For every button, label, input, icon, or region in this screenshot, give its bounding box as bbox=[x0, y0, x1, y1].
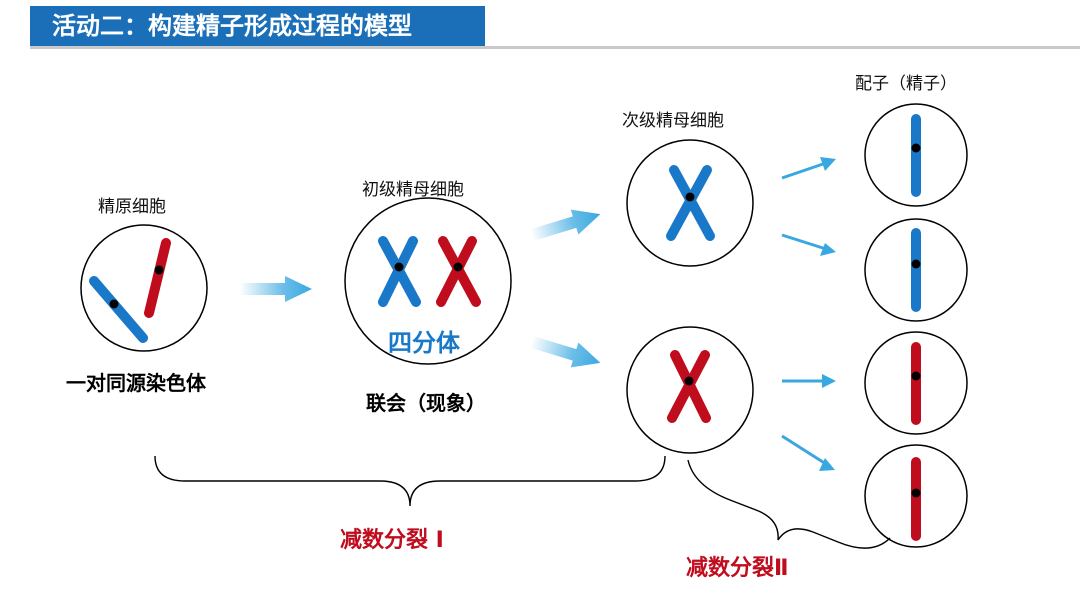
secondary-spermatocyte-blue bbox=[626, 139, 754, 267]
arrow-to-gamete-4 bbox=[781, 434, 835, 471]
gamete-cell-1 bbox=[864, 103, 968, 207]
homologous-pair-label: 一对同源染色体 bbox=[66, 371, 206, 395]
tetrad-label: 四分体 bbox=[388, 329, 460, 357]
arrow-to-gamete-3 bbox=[782, 374, 836, 388]
centromere bbox=[911, 143, 921, 153]
centromere bbox=[911, 371, 921, 381]
meiosis-2-brace bbox=[687, 459, 891, 549]
arrow-to-gamete-2 bbox=[781, 233, 836, 256]
page-title: 活动二：构建精子形成过程的模型 bbox=[52, 12, 412, 40]
centromere bbox=[685, 192, 695, 202]
centromere bbox=[911, 259, 921, 269]
spermatogonium-label: 精原细胞 bbox=[98, 197, 166, 217]
meiosis-1-brace bbox=[154, 455, 666, 507]
gamete-cell-2 bbox=[864, 218, 968, 322]
arrow-1 bbox=[240, 276, 312, 302]
secondary-spermatocyte-red bbox=[626, 326, 754, 454]
arrow-to-secondary-top bbox=[529, 209, 601, 241]
gamete-label: 配子（精子） bbox=[855, 74, 957, 94]
primary-spermatocyte-label: 初级精母细胞 bbox=[362, 180, 464, 200]
arrow-to-secondary-bottom bbox=[529, 336, 601, 368]
meiosis-2-label: 减数分裂Ⅱ bbox=[686, 556, 789, 581]
gamete-cell-4 bbox=[864, 444, 968, 548]
gamete-cell-3 bbox=[864, 331, 968, 435]
spermatogonium-cell bbox=[80, 224, 208, 352]
centromere bbox=[453, 262, 463, 272]
primary-spermatocyte-cell bbox=[344, 197, 512, 365]
arrow-to-gamete-1 bbox=[781, 157, 836, 180]
centromere bbox=[684, 376, 694, 386]
centromere bbox=[394, 262, 404, 272]
secondary-spermatocyte-label: 次级精母细胞 bbox=[622, 111, 724, 131]
header-bar: 活动二：构建精子形成过程的模型 bbox=[30, 6, 485, 46]
blue-chromosome bbox=[89, 276, 148, 343]
synapsis-label: 联会（现象） bbox=[366, 391, 486, 415]
centromere bbox=[109, 299, 119, 309]
red-chromosome bbox=[144, 238, 171, 318]
centromere bbox=[154, 265, 164, 275]
header-divider bbox=[30, 46, 1080, 49]
meiosis-1-label: 减数分裂 I bbox=[340, 528, 444, 553]
centromere bbox=[911, 488, 921, 498]
